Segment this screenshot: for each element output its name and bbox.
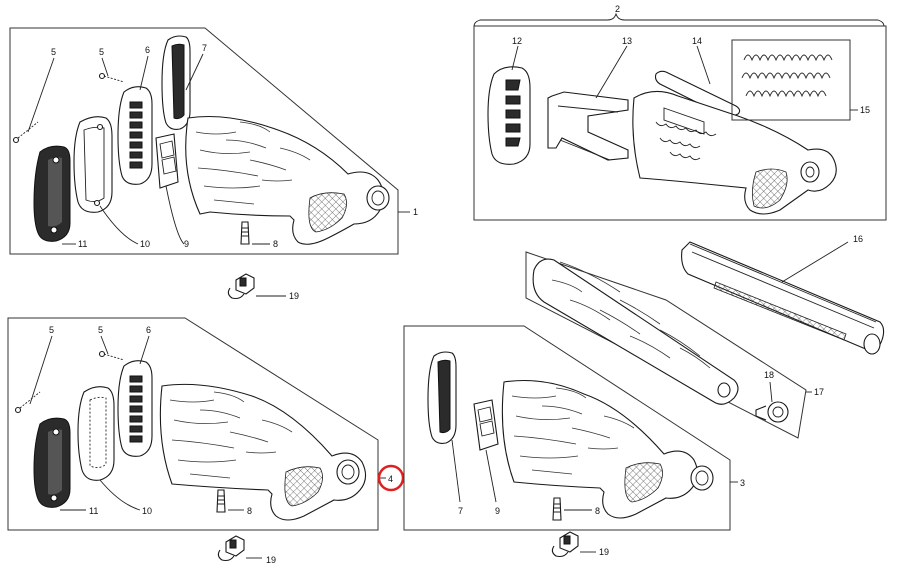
sling-swivel-part-19c: 19 <box>551 531 609 558</box>
callout-10: 10 <box>142 506 152 516</box>
callout-19: 19 <box>599 547 609 557</box>
callout-5: 5 <box>99 47 104 57</box>
spacer-plate-part-10 <box>73 116 113 213</box>
callout-4: 4 <box>388 474 393 484</box>
springs-part-15 <box>731 39 851 121</box>
nut-part-18 <box>755 401 789 423</box>
callout-12: 12 <box>512 36 522 46</box>
assembly-1-panel: 1 <box>9 27 418 255</box>
callout-11: 11 <box>78 239 87 249</box>
callout-8: 8 <box>273 239 278 249</box>
callout-6: 6 <box>145 45 150 55</box>
callout-8: 8 <box>247 506 252 516</box>
forend-kit-part-17: 18 17 <box>525 251 824 439</box>
forend-part-16: 16 <box>681 234 885 355</box>
ventilated-pad-part-6b <box>117 360 153 457</box>
callout-7: 7 <box>202 43 207 53</box>
butt-plate-part-7 <box>161 35 191 130</box>
screw-part-5b <box>98 72 125 83</box>
callout-15: 15 <box>860 105 870 115</box>
stock-part-3 <box>501 380 714 519</box>
forend-body <box>532 258 739 405</box>
sling-swivel-part-19b: 19 <box>217 535 276 565</box>
recoil-pad-part-11b <box>33 417 71 508</box>
callout-7: 7 <box>458 506 463 516</box>
screw-part-8c <box>552 497 562 521</box>
spacer-plate-part-10b <box>77 386 115 481</box>
small-spacer-part-9b <box>473 399 499 451</box>
small-spacer-part-9 <box>155 133 179 189</box>
callout-2: 2 <box>615 4 620 14</box>
stock-shell-part-14 <box>632 70 837 215</box>
screw-part-8b <box>216 489 226 513</box>
screw-part-8a <box>240 221 250 245</box>
stock-frame-part-13 <box>547 91 629 161</box>
callout-1: 1 <box>413 207 418 217</box>
screw-part-5c <box>14 391 41 414</box>
callout-18: 18 <box>764 370 774 380</box>
ventilated-pad-part-6 <box>117 86 153 185</box>
assembly-2-panel: 2 12 13 14 15 <box>473 4 887 221</box>
callout-6: 6 <box>146 325 151 335</box>
callout-9: 9 <box>495 506 500 516</box>
screw-part-5d <box>98 350 125 361</box>
assembly-3-panel: 3 7 9 8 <box>403 325 745 531</box>
sling-swivel-part-19a: 19 <box>227 273 299 301</box>
stock-part-4 <box>159 383 367 521</box>
recoil-pad-part-12 <box>487 66 531 165</box>
butt-plate-part-7b <box>427 351 457 444</box>
screw-part-5a <box>12 121 39 144</box>
callout-14: 14 <box>692 36 702 46</box>
callout-3: 3 <box>740 478 745 488</box>
callout-11: 11 <box>89 506 98 516</box>
callout-8: 8 <box>595 506 600 516</box>
assembly-4-panel: 5 5 6 11 10 8 4 <box>7 317 405 531</box>
callout-13: 13 <box>622 36 632 46</box>
callout-5: 5 <box>49 325 54 335</box>
callout-16: 16 <box>853 234 863 244</box>
callout-17: 17 <box>814 387 824 397</box>
callout-5: 5 <box>51 47 56 57</box>
callout-19: 19 <box>266 555 276 565</box>
callout-19: 19 <box>289 291 299 301</box>
callout-9: 9 <box>184 239 189 249</box>
callout-10: 10 <box>140 239 150 249</box>
recoil-pad-part-11 <box>33 145 71 242</box>
highlight-circle <box>377 464 405 492</box>
stock-part-1 <box>185 116 390 245</box>
callout-5: 5 <box>98 325 103 335</box>
